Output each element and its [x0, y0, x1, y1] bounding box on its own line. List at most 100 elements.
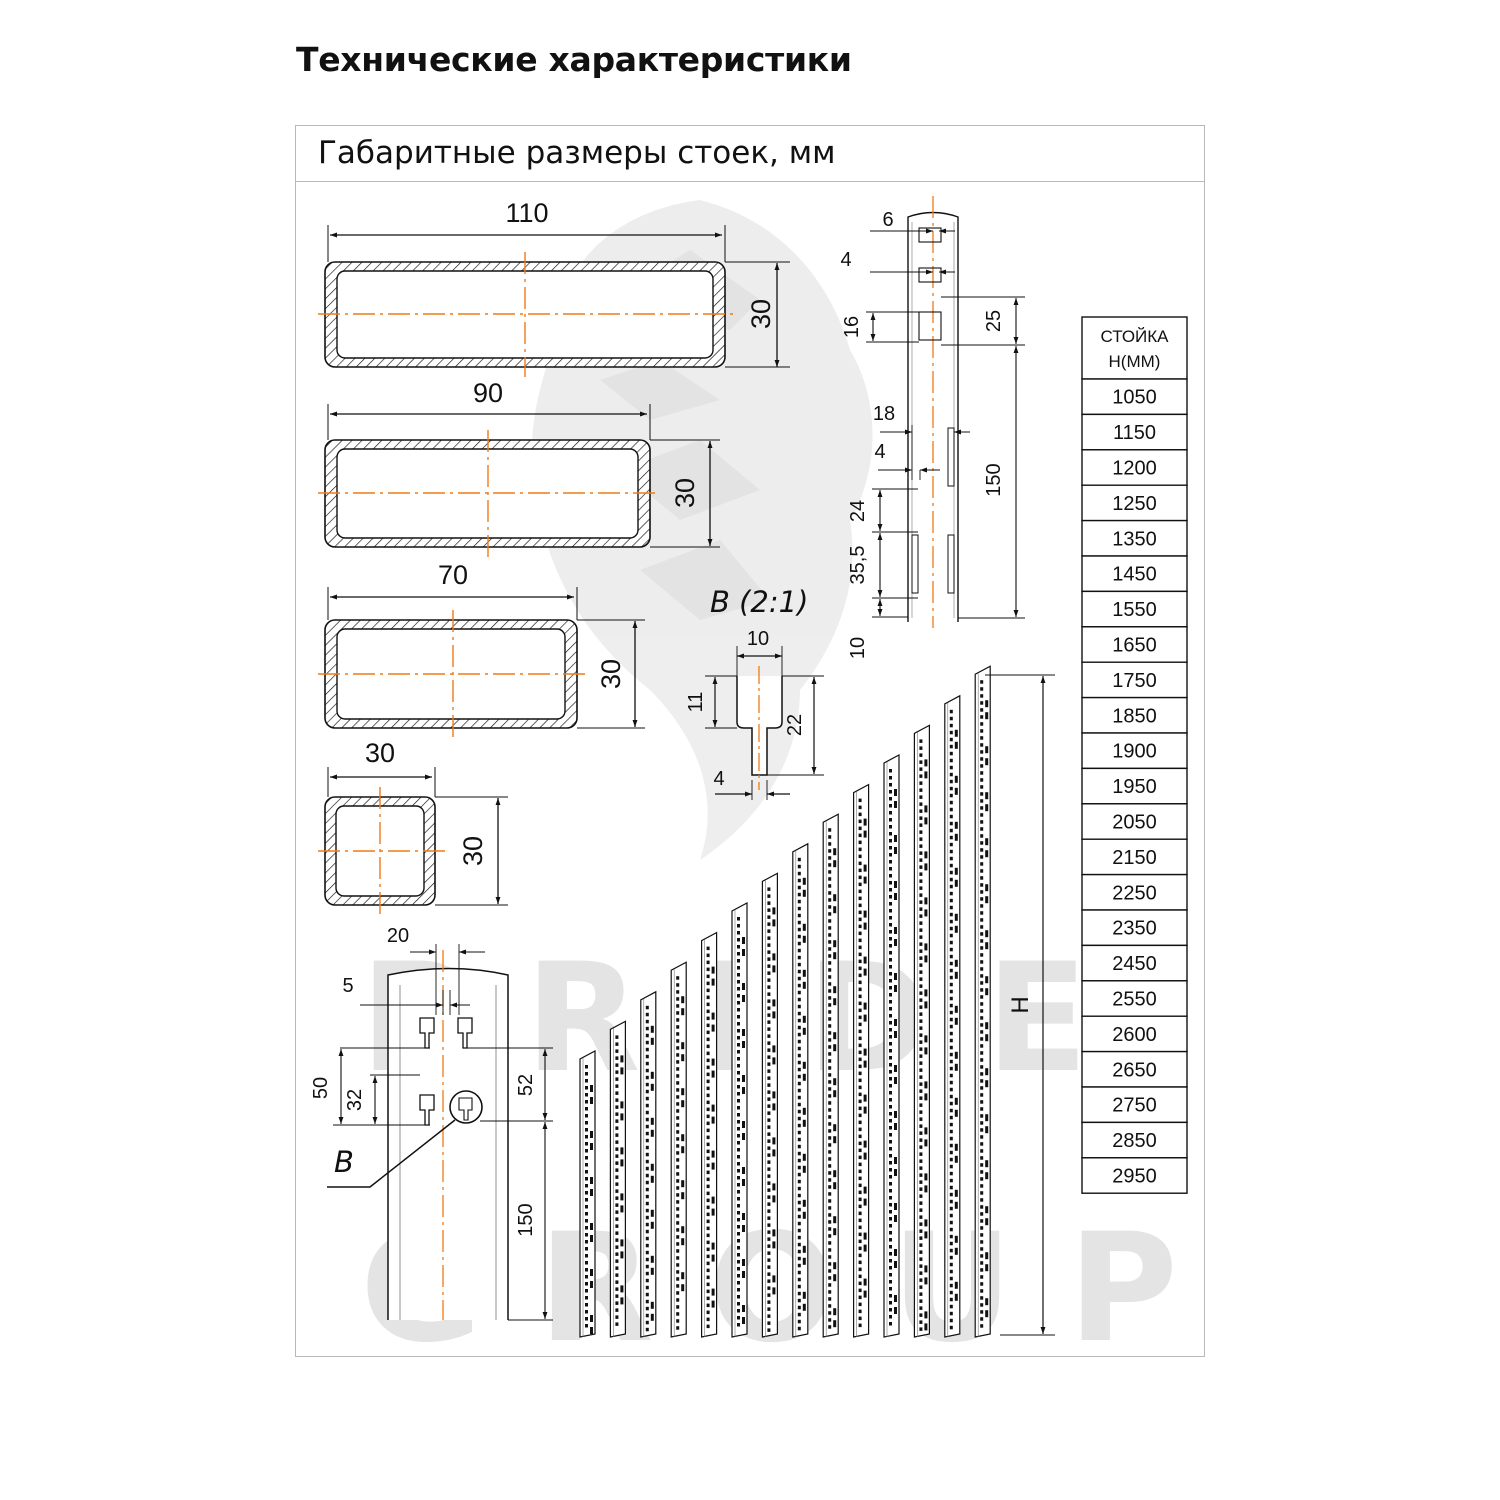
table-cell-height: 1750 — [1112, 670, 1157, 692]
table-row — [1081, 413, 1188, 451]
table-cell-height: 1250 — [1112, 493, 1157, 515]
profile-70 — [318, 587, 645, 738]
detail-b-title: B (2:1) — [710, 585, 808, 619]
side-dim-24: 24 — [847, 500, 869, 522]
detail-b-total: 22 — [784, 714, 806, 736]
table-cell-height: 2850 — [1112, 1130, 1157, 1152]
height-dimension — [985, 674, 1055, 1336]
table-cell-height: 2050 — [1112, 812, 1157, 834]
height-table: СТОЙКА H(ММ) 1050 1150 1200 1250 1350 1450 1550 1… — [1081, 316, 1188, 1194]
table-cell-height: 1550 — [1112, 599, 1157, 621]
dim-70-width: 70 — [438, 560, 468, 590]
upright — [913, 724, 930, 1338]
table-cell-height: 1350 — [1112, 528, 1157, 550]
table-row — [1081, 1086, 1188, 1124]
table-row — [1081, 626, 1188, 663]
panel-header: Габаритные размеры стоек, мм — [296, 126, 1204, 182]
page-title: Технические характеристики — [296, 40, 852, 79]
side-dim-35: 35,5 — [847, 546, 869, 585]
table-cell-height: 1950 — [1112, 776, 1157, 798]
table-cell-height: 1450 — [1112, 564, 1157, 586]
table-cell-height: 1150 — [1113, 422, 1156, 444]
table-row — [1081, 696, 1188, 734]
front-dim-5: 5 — [342, 975, 353, 997]
table-row — [1081, 378, 1188, 416]
profile-90 — [318, 404, 720, 557]
upright — [944, 694, 961, 1338]
table-cell-height: 2950 — [1112, 1166, 1157, 1188]
dim-70-height: 30 — [596, 659, 626, 689]
table-row — [1081, 555, 1188, 593]
dim-30-height: 30 — [458, 836, 488, 866]
table-row — [1081, 661, 1188, 699]
detail-b-width: 10 — [747, 628, 769, 650]
callout-b: B — [334, 1145, 354, 1179]
upright — [670, 961, 687, 1338]
side-dim-16: 16 — [841, 316, 863, 338]
upright — [761, 872, 778, 1338]
table-row — [1081, 909, 1188, 947]
table-cell-height: 1200 — [1112, 458, 1157, 480]
upright — [853, 783, 870, 1338]
upright — [609, 1020, 626, 1338]
side-dim-10: 10 — [847, 637, 869, 659]
dim-90-height: 30 — [670, 478, 700, 508]
upright — [731, 902, 748, 1338]
table-header-line1: СТОЙКА — [1100, 327, 1169, 346]
side-dim-6: 6 — [882, 209, 893, 231]
detail-b-neck: 4 — [713, 768, 724, 790]
table-row — [1081, 838, 1188, 876]
side-dim-4a: 4 — [840, 249, 851, 271]
front-dim-52: 52 — [515, 1074, 537, 1096]
table-row — [1081, 1157, 1188, 1194]
side-view — [866, 196, 1025, 628]
table-cell-height: 2600 — [1112, 1024, 1157, 1046]
side-dim-25: 25 — [983, 310, 1005, 332]
front-view — [327, 944, 553, 1321]
height-label: H — [1007, 996, 1034, 1013]
profile-30 — [318, 767, 508, 915]
table-row — [1081, 590, 1188, 628]
upright — [792, 842, 809, 1338]
upright — [640, 990, 657, 1338]
side-dim-18: 18 — [873, 403, 895, 425]
table-row — [1081, 449, 1188, 486]
table-cell-height: 2450 — [1112, 953, 1157, 975]
table-cell-height: 2250 — [1112, 882, 1157, 904]
side-dim-4b: 4 — [874, 441, 885, 463]
table-row — [1081, 1015, 1188, 1053]
table-cell-height: 2650 — [1112, 1059, 1157, 1081]
table-row — [1081, 1050, 1188, 1088]
front-dim-150: 150 — [515, 1203, 537, 1236]
table-cell-height: 2750 — [1112, 1095, 1157, 1117]
profile-110 — [318, 225, 790, 377]
table-row — [1081, 944, 1188, 982]
table-header-cell — [1081, 316, 1188, 380]
upright — [701, 931, 718, 1338]
detail-b-slot: 11 — [685, 692, 707, 713]
table-cell-height: 2150 — [1112, 847, 1157, 869]
table-cell-height: 2550 — [1112, 989, 1157, 1011]
dim-90-width: 90 — [473, 378, 503, 408]
upright — [579, 1050, 596, 1338]
table-row — [1081, 484, 1188, 522]
upright — [822, 813, 839, 1338]
table-cell-height: 1900 — [1112, 741, 1157, 763]
dim-110-width: 110 — [505, 198, 548, 228]
table-row — [1081, 803, 1188, 840]
table-header-line2: H(ММ) — [1109, 352, 1161, 371]
panel-title: Габаритные размеры стоек, мм — [318, 135, 836, 171]
side-dim-150: 150 — [983, 463, 1005, 496]
uprights-group — [579, 665, 991, 1338]
table-row — [1081, 980, 1188, 1017]
dim-110-height: 30 — [746, 299, 776, 329]
front-dim-20: 20 — [387, 925, 409, 947]
front-dim-32: 32 — [344, 1089, 366, 1111]
table-row — [1081, 873, 1188, 911]
table-cell-height: 1650 — [1112, 635, 1157, 657]
dimensions-panel: Габаритные размеры стоек, мм — [295, 125, 1205, 1357]
table-cell-height: 1050 — [1112, 387, 1157, 409]
detail-b — [705, 646, 824, 800]
upright — [883, 754, 900, 1338]
